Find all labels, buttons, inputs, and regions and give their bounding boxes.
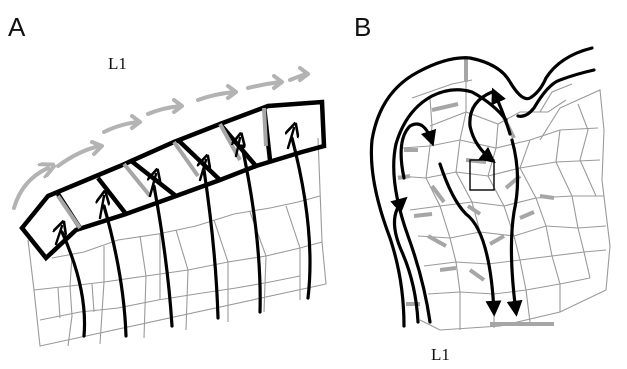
panel-a-layer-label: L1 bbox=[108, 54, 127, 73]
panel-a-cell-lattice bbox=[28, 138, 326, 346]
panel-a-ventricular-row bbox=[22, 102, 324, 258]
panel-b-flow-arrows bbox=[394, 92, 517, 322]
panel-b-letter: B bbox=[354, 12, 371, 42]
panel-b-layer-label: L1 bbox=[431, 345, 450, 364]
panel-a: A L1 bbox=[8, 12, 326, 346]
panel-b: B L1 bbox=[354, 12, 610, 364]
panel-a-junction-marks bbox=[58, 108, 266, 228]
panel-a-letter: A bbox=[8, 12, 26, 42]
panel-a-radial-fibers bbox=[62, 138, 310, 336]
